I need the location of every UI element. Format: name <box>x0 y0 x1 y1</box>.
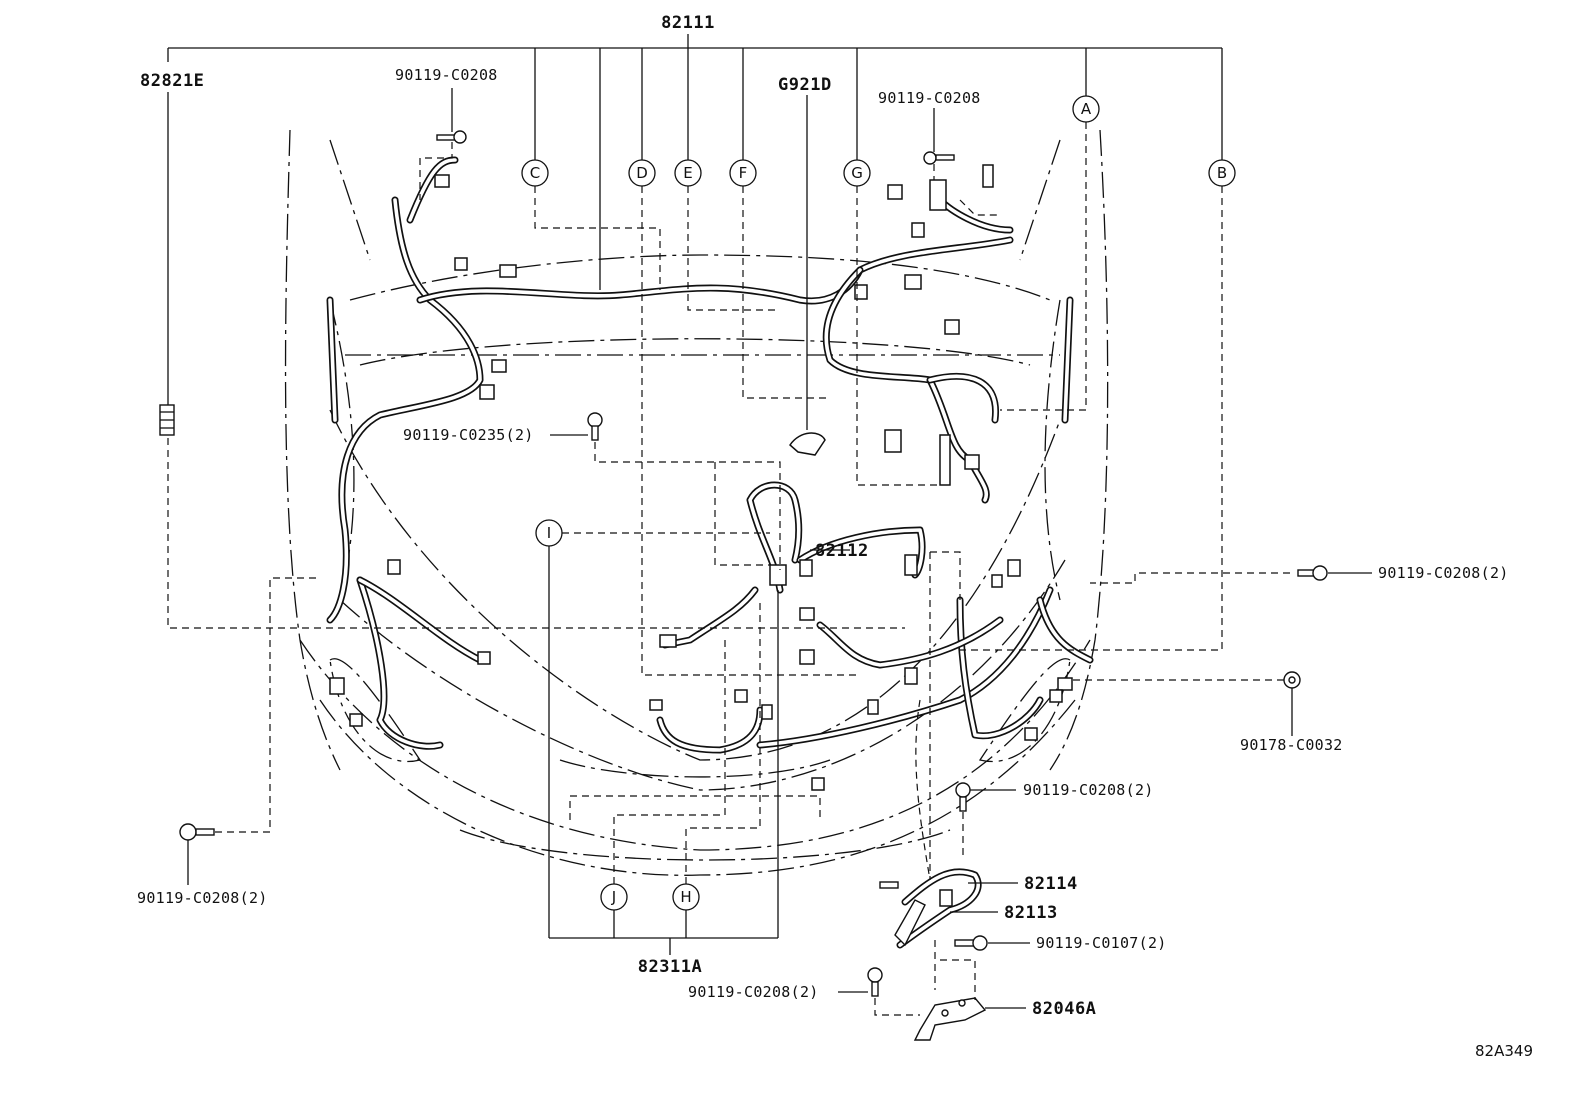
callout-f: F <box>729 159 757 187</box>
diagram-code: 82A349 <box>1475 1042 1533 1060</box>
svg-text:H: H <box>680 888 691 906</box>
svg-text:I: I <box>547 524 551 542</box>
label-bolt-bracket-bottom: 90119-C0208(2) <box>688 983 819 1001</box>
svg-text:C: C <box>530 164 540 182</box>
harness-connectors <box>329 164 1073 907</box>
label-bolt-right: 90119-C0208(2) <box>1378 564 1509 582</box>
grommet-82821e-icon <box>159 404 175 436</box>
label-bolt-c0235: 90119-C0235(2) <box>403 426 534 444</box>
label-clip-c0032: 90178-C0032 <box>1240 736 1343 754</box>
bracket-82114-icon <box>879 881 926 947</box>
svg-text:B: B <box>1217 164 1227 182</box>
bolt-top-right-icon <box>923 151 955 165</box>
svg-text:J: J <box>611 888 616 906</box>
callout-b: B <box>1208 159 1236 187</box>
label-82114: 82114 <box>1024 874 1078 894</box>
callout-c: C <box>521 159 549 187</box>
label-bolt-bracket-top: 90119-C0208(2) <box>1023 781 1154 799</box>
clip-c0032-icon <box>1283 671 1301 689</box>
label-bolt-c0107: 90119-C0107(2) <box>1036 934 1167 952</box>
callout-j: J <box>600 883 628 911</box>
label-82112: 82112 <box>815 541 869 561</box>
bolt-right-icon <box>1297 565 1328 581</box>
bolt-bracket-bottom-icon <box>867 967 883 997</box>
bolt-bracket-top-icon <box>955 782 971 812</box>
svg-text:E: E <box>683 164 692 182</box>
leader-lines <box>167 34 1372 1009</box>
svg-text:F: F <box>739 164 748 182</box>
callout-h: H <box>672 883 700 911</box>
label-82113: 82113 <box>1004 903 1058 923</box>
callout-g: G <box>843 159 871 187</box>
label-82311a: 82311A <box>638 957 702 977</box>
bolt-bottom-left-icon <box>179 823 215 841</box>
dashed-leader-lines <box>167 122 1290 1016</box>
label-82821e: 82821E <box>140 71 204 91</box>
vehicle-body-outline <box>284 129 1109 876</box>
label-82111: 82111 <box>661 13 715 33</box>
label-g921d: G921D <box>778 75 832 95</box>
label-bolt-top-left: 90119-C0208 <box>395 66 498 84</box>
bolt-top-left-icon <box>436 130 467 144</box>
label-bolt-top-right: 90119-C0208 <box>878 89 981 107</box>
label-bolt-bottom-left: 90119-C0208(2) <box>137 889 268 907</box>
callout-e: E <box>674 159 702 187</box>
svg-text:A: A <box>1081 100 1092 118</box>
callout-circles: A B C D E F G I <box>521 95 1236 911</box>
callout-i: I <box>535 519 563 547</box>
svg-text:G: G <box>851 164 863 182</box>
callout-a: A <box>1072 95 1100 123</box>
callout-d: D <box>628 159 656 187</box>
svg-text:D: D <box>636 164 648 182</box>
bolt-c0107-icon <box>954 935 988 951</box>
part-number-labels: 82111 82821E G921D 90119-C0208 90119-C02… <box>137 13 1509 1019</box>
bolt-c0235-icon <box>587 412 603 441</box>
bracket-82046a-icon <box>913 997 987 1041</box>
fasteners <box>159 130 1328 1041</box>
label-82046a: 82046A <box>1032 999 1096 1019</box>
